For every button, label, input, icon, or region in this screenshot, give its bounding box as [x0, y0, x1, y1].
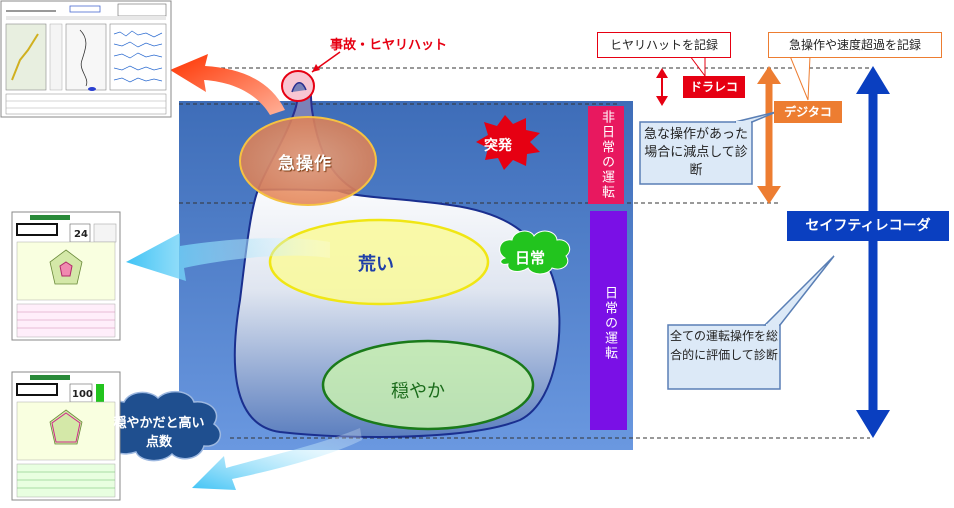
daily-cloud — [499, 230, 571, 275]
cyan-arrow-calm — [192, 428, 362, 490]
callout-safety-box — [667, 324, 781, 390]
callout-digitaco-text: 急な操作があった場合に減点して診断 — [643, 127, 748, 178]
abnormal-band — [588, 106, 624, 204]
hiyari-record-box: ヒヤリハットを記録 — [597, 32, 731, 58]
cyan-arrow-rough — [126, 233, 330, 281]
incident-label: 事故・ヒヤリハット — [330, 38, 448, 53]
score-mid: 24 — [74, 229, 88, 240]
abnormal-driving-label: 非日常の運転 — [599, 110, 614, 200]
report-doc-rough — [11, 211, 121, 341]
red-arrow-to-report — [170, 54, 285, 115]
rough-ellipse — [268, 218, 490, 306]
daily-band — [590, 211, 627, 430]
report-doc-calm — [11, 371, 121, 501]
cloud-note-text: 穏やかだと高い点数 — [113, 416, 205, 450]
incident-peak — [291, 82, 307, 93]
callout-safety-text: 全ての運転操作を総合的に評価して診断 — [669, 329, 778, 362]
calm-label: 穏やか — [391, 381, 445, 402]
callout-digitaco-box — [639, 121, 753, 185]
sudden-operation-ellipse — [239, 116, 377, 206]
sudden-operation-label: 急操作 — [278, 154, 332, 174]
drive-recorder-badge: ドラレコ — [683, 76, 745, 98]
daily-driving-label: 日常の運転 — [602, 286, 617, 361]
sudden-event-label: 突発 — [484, 138, 512, 154]
digital-tachograph-badge: デジタコ — [774, 101, 842, 123]
safety-recorder-badge: セイフティレコーダ — [787, 211, 949, 241]
rough-label: 荒い — [358, 254, 394, 275]
daily-label: 日常 — [515, 249, 546, 267]
speeding-record-box: 急操作や速度超過を記録 — [768, 32, 942, 58]
incident-report-doc — [0, 0, 172, 118]
sudden-burst — [476, 115, 540, 170]
score-high: 100 — [72, 389, 93, 400]
calm-ellipse — [321, 339, 535, 431]
